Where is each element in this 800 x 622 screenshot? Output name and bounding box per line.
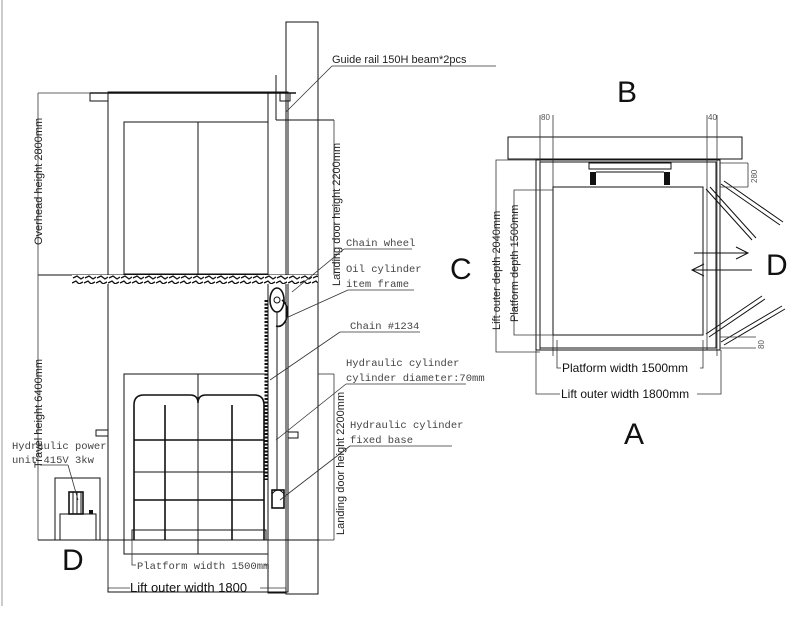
view-letter-c: C (450, 253, 472, 286)
entry-arrows (690, 246, 752, 277)
chain-wheel-callout: Chain wheel (346, 238, 415, 250)
floor-slab (72, 275, 318, 284)
view-letter-d-elevation: D (62, 544, 84, 577)
hydraulic-power-unit (54, 477, 101, 541)
guide-rail (267, 92, 287, 594)
cylinder-base-callout-1: Hydraulic cylinder (350, 420, 463, 432)
upper-landing-door (123, 121, 269, 275)
plan-platform-width-dim: Platform width 1500mm (562, 361, 688, 375)
landing-door-height-upper-dim: Landing door height 2200mm (331, 143, 343, 286)
car-gate (133, 394, 265, 540)
shaft-mesh (107, 91, 289, 593)
view-letter-b: B (617, 76, 637, 109)
shaft-outline (535, 159, 721, 351)
gap-bottom-right-dim: 80 (757, 340, 766, 349)
platform (131, 529, 267, 541)
elevation-view: Guide rail 150H beam*2pcs Chain wheel Oi… (12, 21, 496, 595)
power-unit-callout-2: unit 415V 3kw (12, 455, 95, 467)
plan-view: B C D A 80 40 (450, 76, 788, 451)
overhead-height-dim: Overhead height 2800mm (33, 118, 45, 245)
lift-outer-depth-dim: Lift outer depth 2040mm (491, 211, 503, 330)
oil-cylinder-callout-2: item frame (346, 279, 409, 291)
plan-platform (552, 186, 704, 336)
lift-outer-width-dim: Lift outer width 1800 (130, 580, 247, 595)
brick-wall (285, 21, 319, 595)
chain-callout: Chain #1234 (350, 321, 419, 333)
landing-door-height-lower-dim: Landing door height 2200mm (335, 392, 347, 535)
gap-left-top-dim: 80 (541, 113, 550, 122)
leader-lines (40, 65, 496, 501)
chain-cylinder (264, 287, 289, 509)
top-beam-left (89, 92, 109, 102)
view-letter-a: A (624, 418, 644, 451)
plan-door-leaves (705, 180, 786, 346)
hydraulic-cylinder-callout-2: cylinder diameter:70mm (346, 373, 485, 385)
hydraulic-cylinder-callout-1: Hydraulic cylinder (346, 358, 459, 370)
lower-landing-door (123, 373, 269, 555)
platform-depth-dim: Platform depth 1500mm (509, 205, 521, 322)
view-letter-d-plan: D (766, 249, 788, 282)
guide-rail-callout: Guide rail 150H beam*2pcs (332, 54, 467, 66)
gap-right-top-dim: 40 (708, 113, 717, 122)
travel-height-dim: Travel height 6400mm (33, 359, 45, 468)
gap-top-right-dim: 280 (750, 169, 759, 183)
plan-lift-outer-width-dim: Lift outer width 1800mm (561, 387, 689, 401)
cylinder-base-callout-2: fixed base (350, 435, 413, 447)
concrete-slab (507, 136, 743, 160)
power-unit-callout-1: Hydraulic power (12, 441, 107, 453)
platform-width-dim: Platform width 1500mm (137, 561, 269, 573)
oil-cylinder-callout-1: Oil cylinder (346, 264, 422, 276)
